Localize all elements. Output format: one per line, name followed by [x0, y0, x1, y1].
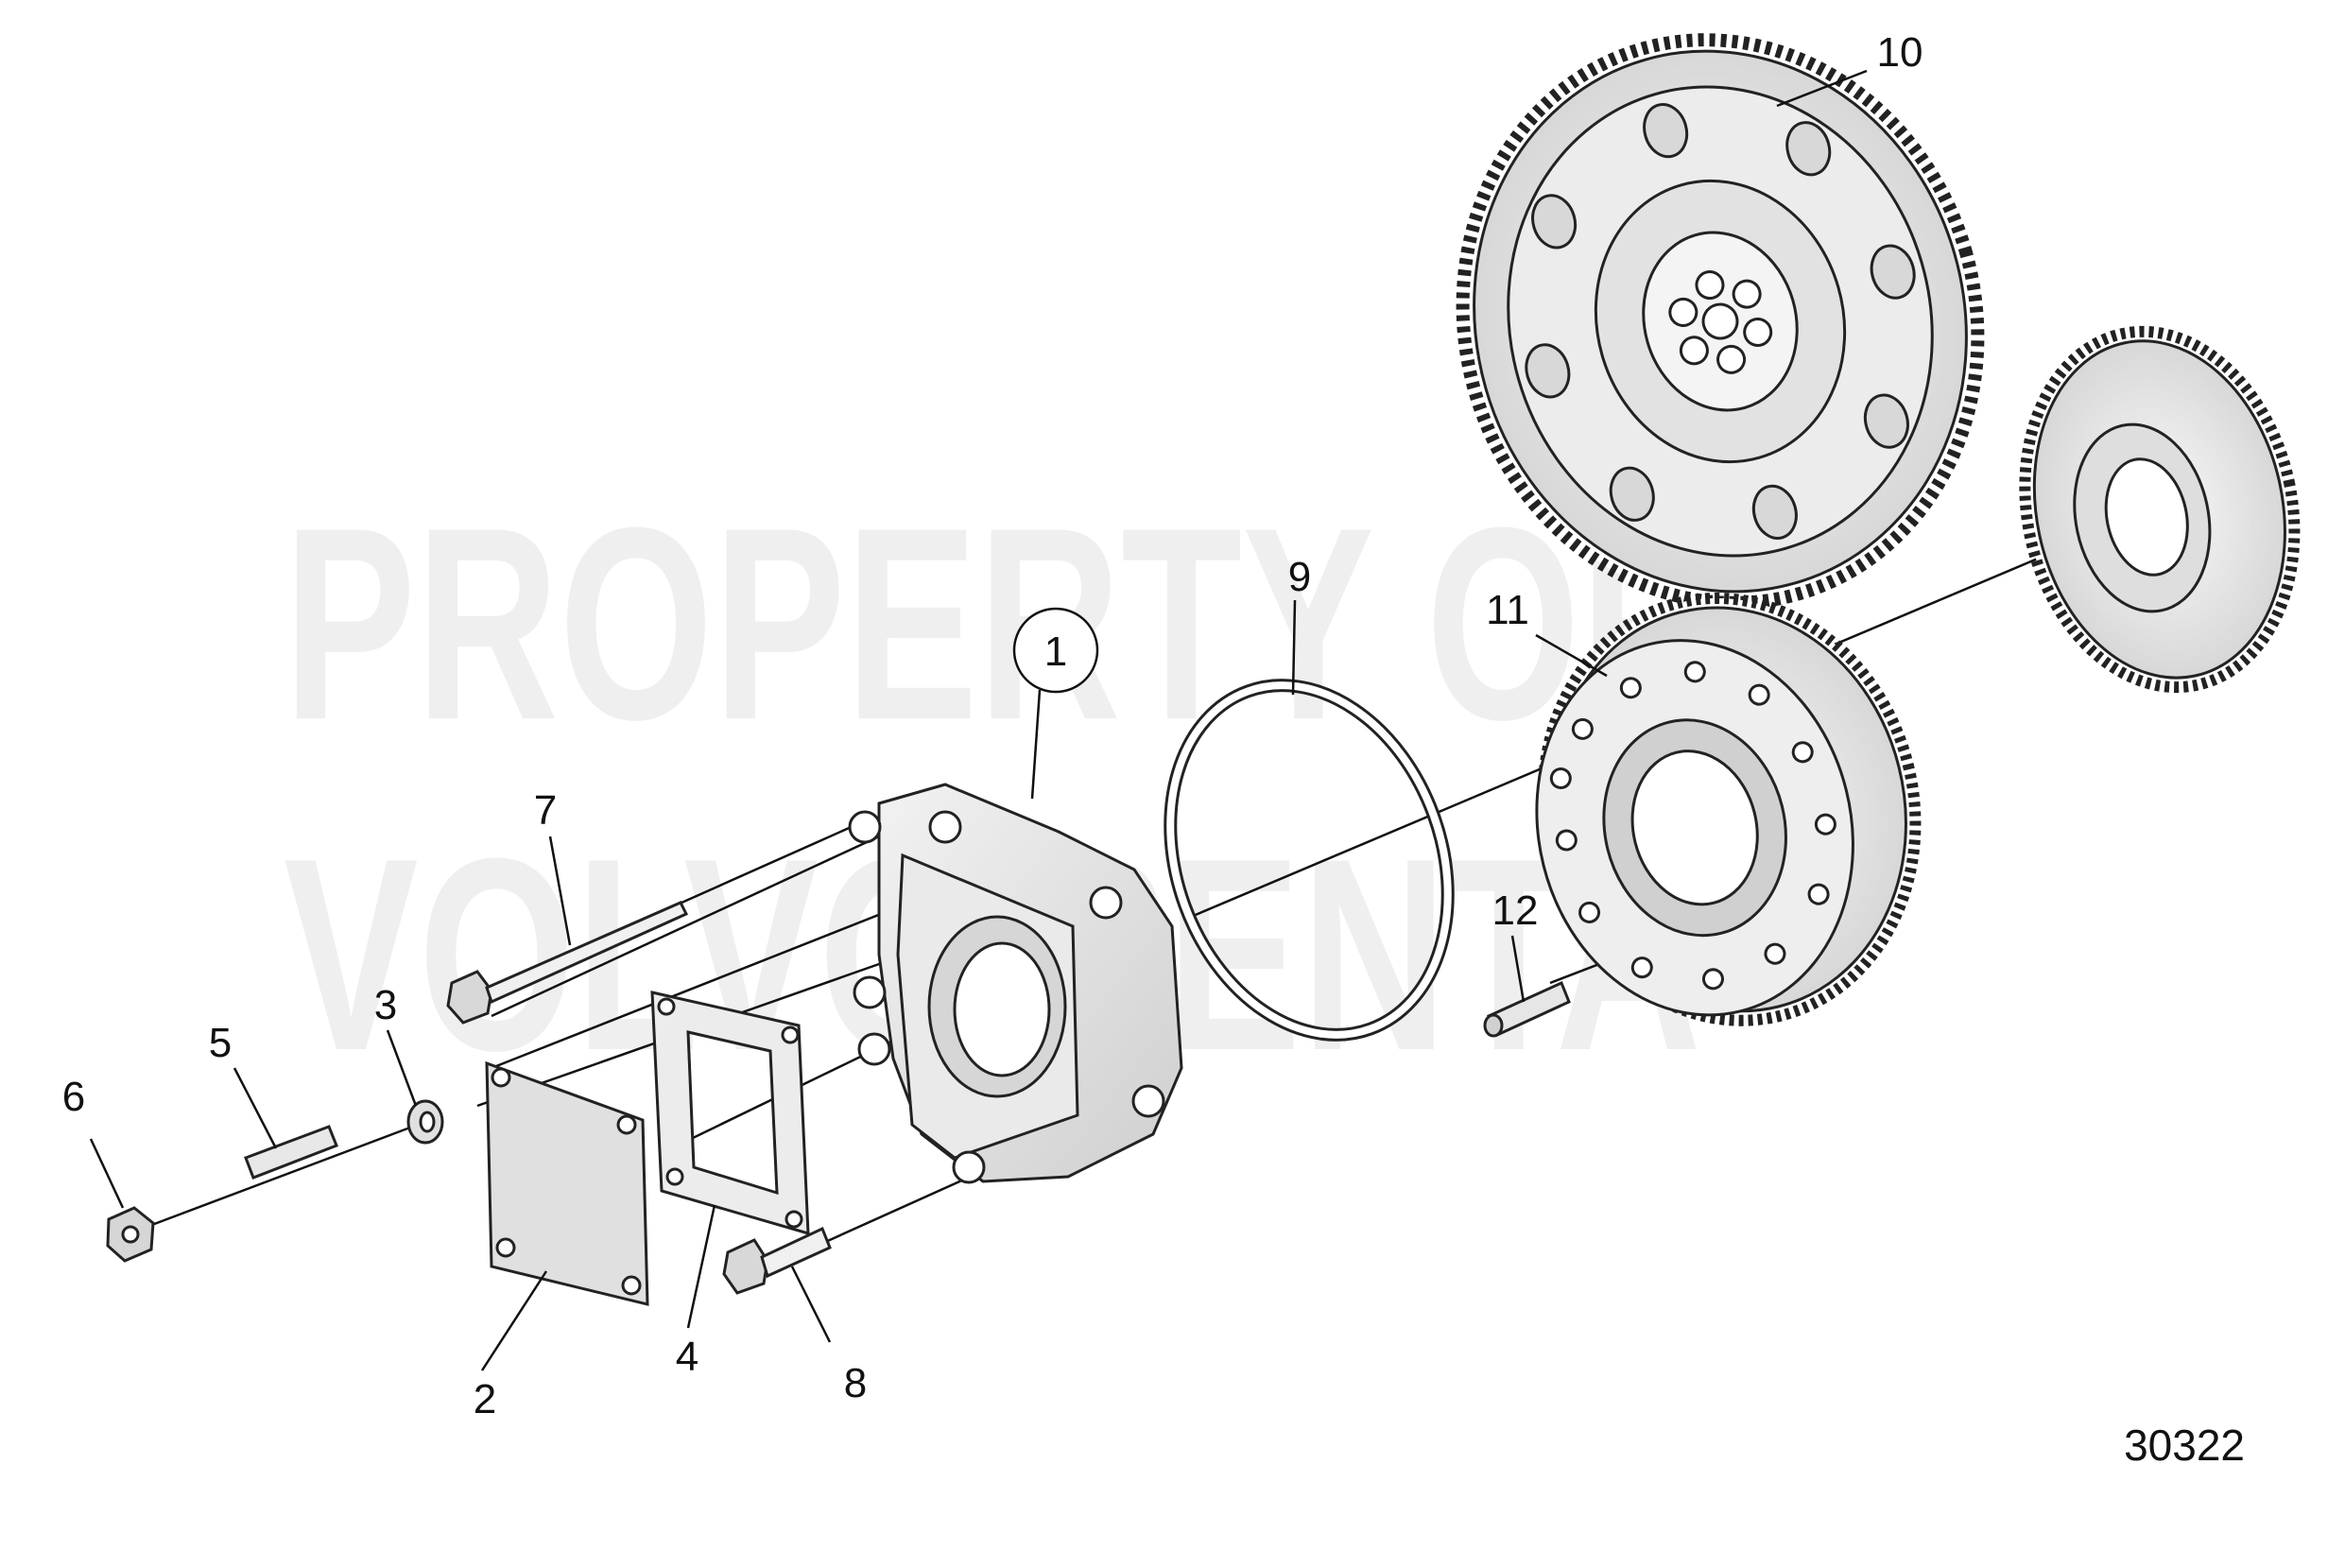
part-2-cover-plate [485, 1060, 649, 1306]
part-4-gasket [650, 991, 810, 1236]
part-3-washer [406, 1099, 444, 1145]
callout-labels: 1 2 3 4 5 6 7 8 9 10 11 12 [62, 29, 1923, 1422]
callout-10: 10 [1877, 29, 1923, 76]
callout-8: 8 [844, 1360, 867, 1406]
document-number: 30322 [2124, 1421, 2245, 1470]
callout-3: 3 [374, 982, 397, 1028]
callout-4: 4 [676, 1334, 698, 1380]
part-12-pin [1483, 980, 1571, 1038]
watermark-line-1: PROPERTY OF [284, 471, 1701, 777]
callout-6: 6 [62, 1074, 85, 1120]
part-10-large-gear [1456, 33, 1985, 610]
callout-7: 7 [534, 787, 557, 834]
callout-1-circle [1012, 607, 1099, 694]
leader-lines [89, 69, 1868, 1371]
small-drive-gear [2019, 325, 2301, 694]
part-11-medium-gear [1535, 593, 1922, 1026]
part-7-long-bolt [446, 901, 689, 1025]
callout-12: 12 [1492, 887, 1539, 934]
callout-2: 2 [474, 1376, 496, 1422]
part-8-short-bolt [722, 1226, 832, 1295]
callout-9: 9 [1288, 554, 1311, 600]
callout-5: 5 [209, 1020, 232, 1066]
part-9-o-ring [1164, 679, 1455, 1042]
callout-11: 11 [1486, 587, 1529, 633]
part-5-stud [244, 1125, 338, 1180]
callout-1: 1 [1044, 629, 1067, 675]
part-6-nut [106, 1206, 155, 1263]
part-1-housing [848, 783, 1183, 1184]
